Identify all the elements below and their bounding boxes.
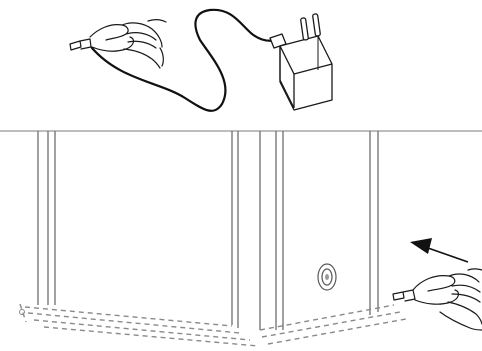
insertion-arrow (410, 238, 468, 262)
cabinet (38, 131, 378, 330)
dc-jack (318, 264, 336, 290)
hand-inserting-plug (393, 269, 482, 330)
wall-adapter (270, 14, 332, 110)
hand-holding-plug-top (70, 20, 166, 68)
floor-marker (20, 310, 25, 315)
floor-hatch (20, 304, 406, 346)
